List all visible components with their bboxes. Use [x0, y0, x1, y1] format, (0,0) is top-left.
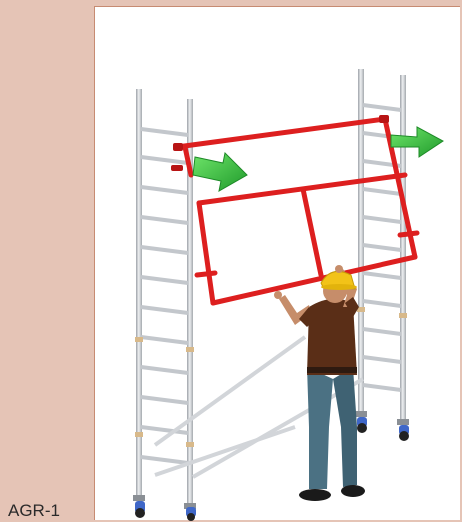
castor-wheel-icon	[397, 419, 409, 441]
scaffold-illustration	[95, 7, 461, 521]
right-arrow-icon	[391, 127, 443, 157]
worker-icon	[274, 265, 365, 501]
castor-wheel-icon	[133, 495, 145, 518]
right-arrow-icon	[193, 153, 247, 191]
illustration-panel	[94, 6, 460, 520]
figure-caption: AGR-1	[8, 502, 60, 520]
castor-wheel-icon	[184, 503, 196, 521]
